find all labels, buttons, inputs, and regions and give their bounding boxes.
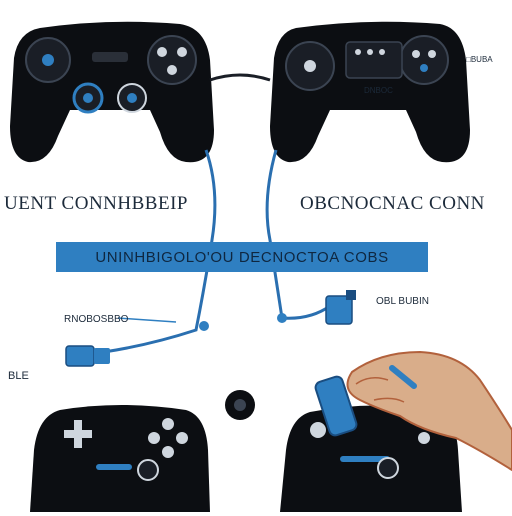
usb-connector-icon — [326, 290, 356, 324]
caption-right: OBCNOCNAC CONN — [300, 193, 485, 215]
touch-panel — [346, 42, 402, 78]
label-left-bottom: BLE — [8, 370, 29, 382]
bottom-left-controller — [30, 405, 210, 512]
link-cable — [210, 75, 270, 80]
title-banner: UNINHBIGOLO'OU DECNOCTOA COBS — [56, 242, 428, 272]
face-buttons-icon — [148, 36, 196, 84]
top-left-controller — [10, 22, 214, 162]
usb-cable-right — [267, 150, 330, 318]
label-left-small: RNOBOSBBO — [64, 314, 128, 325]
label-right-small: OBL BUBIN — [376, 296, 429, 307]
face-buttons-icon — [400, 36, 448, 84]
gamepad-icon — [30, 405, 210, 512]
usb-connector-icon — [66, 346, 110, 366]
caption-left: UENT CONNHBBEIP — [4, 193, 188, 215]
analog-stick-icon — [138, 460, 158, 480]
label-top-panel: DNBOC — [364, 86, 393, 95]
analog-stick-icon — [378, 458, 398, 478]
label-top-edge: □BUBA — [466, 55, 493, 64]
